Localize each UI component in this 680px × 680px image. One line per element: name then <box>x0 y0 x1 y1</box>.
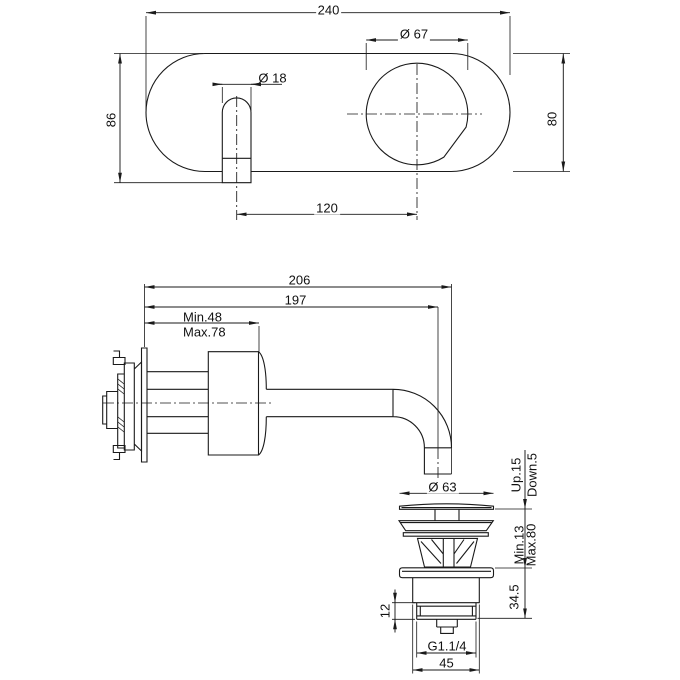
dim-label-thread-size: G1.1/4 <box>427 638 467 653</box>
spout-tube <box>266 388 453 475</box>
dim-label-depth-total: 206 <box>288 272 311 288</box>
dim-label-handle-diameter: Ø 18 <box>258 70 287 85</box>
dim-label-right-height: 80 <box>544 111 560 127</box>
dim-label-travel-up: Up.15 <box>508 457 523 493</box>
side-extension-lines <box>144 284 452 474</box>
drain-extension-lines <box>392 508 532 674</box>
drain-washer <box>402 532 489 537</box>
drain-stem <box>434 509 460 521</box>
dim-label-plate-width: 240 <box>315 2 342 17</box>
in-wall-valve-body <box>102 350 143 461</box>
front-centerlines <box>236 64 482 220</box>
dim-label-body-height: 34.5 <box>506 583 522 610</box>
mixer-knob-outline <box>365 62 469 166</box>
escutcheon-sleeve <box>147 371 209 434</box>
wall-flange-plate <box>140 347 148 463</box>
dim-label-wall-max: Max.78 <box>183 324 226 339</box>
side-centerlines <box>103 402 439 489</box>
drain-strainer-basket <box>416 537 479 568</box>
dim-label-travel-down: Down.5 <box>524 452 539 497</box>
dim-label-thread-length: 12 <box>377 603 392 618</box>
dim-label-clamp-max: Max.80 <box>523 523 539 566</box>
dim-label-body-diameter: 45 <box>439 655 454 671</box>
drain-cone-disc <box>397 520 495 532</box>
drain-body <box>412 577 480 604</box>
valve-thread-hatch <box>117 378 125 433</box>
drain-thread-section <box>416 602 477 620</box>
side-view-dimensions <box>144 284 452 474</box>
drain-view <box>397 503 495 634</box>
dim-label-knob-diameter: Ø 67 <box>397 26 431 41</box>
front-extension-lines <box>114 16 570 184</box>
drain-bottom-nipple <box>436 619 458 634</box>
drain-flange <box>398 567 495 579</box>
escutcheon-box <box>207 351 267 456</box>
front-view <box>145 52 511 220</box>
drain-cap <box>398 503 495 510</box>
side-view <box>102 347 453 489</box>
dim-label-wall-min: Min.48 <box>183 309 223 324</box>
dim-label-cap-diameter: Ø 63 <box>426 479 459 495</box>
dim-label-depth-spout: 197 <box>284 292 307 307</box>
dim-label-centers: 120 <box>314 200 340 215</box>
front-view-dimensions <box>114 10 570 217</box>
wall-plate-outline <box>145 52 511 173</box>
dim-label-plate-height: 86 <box>103 112 119 128</box>
